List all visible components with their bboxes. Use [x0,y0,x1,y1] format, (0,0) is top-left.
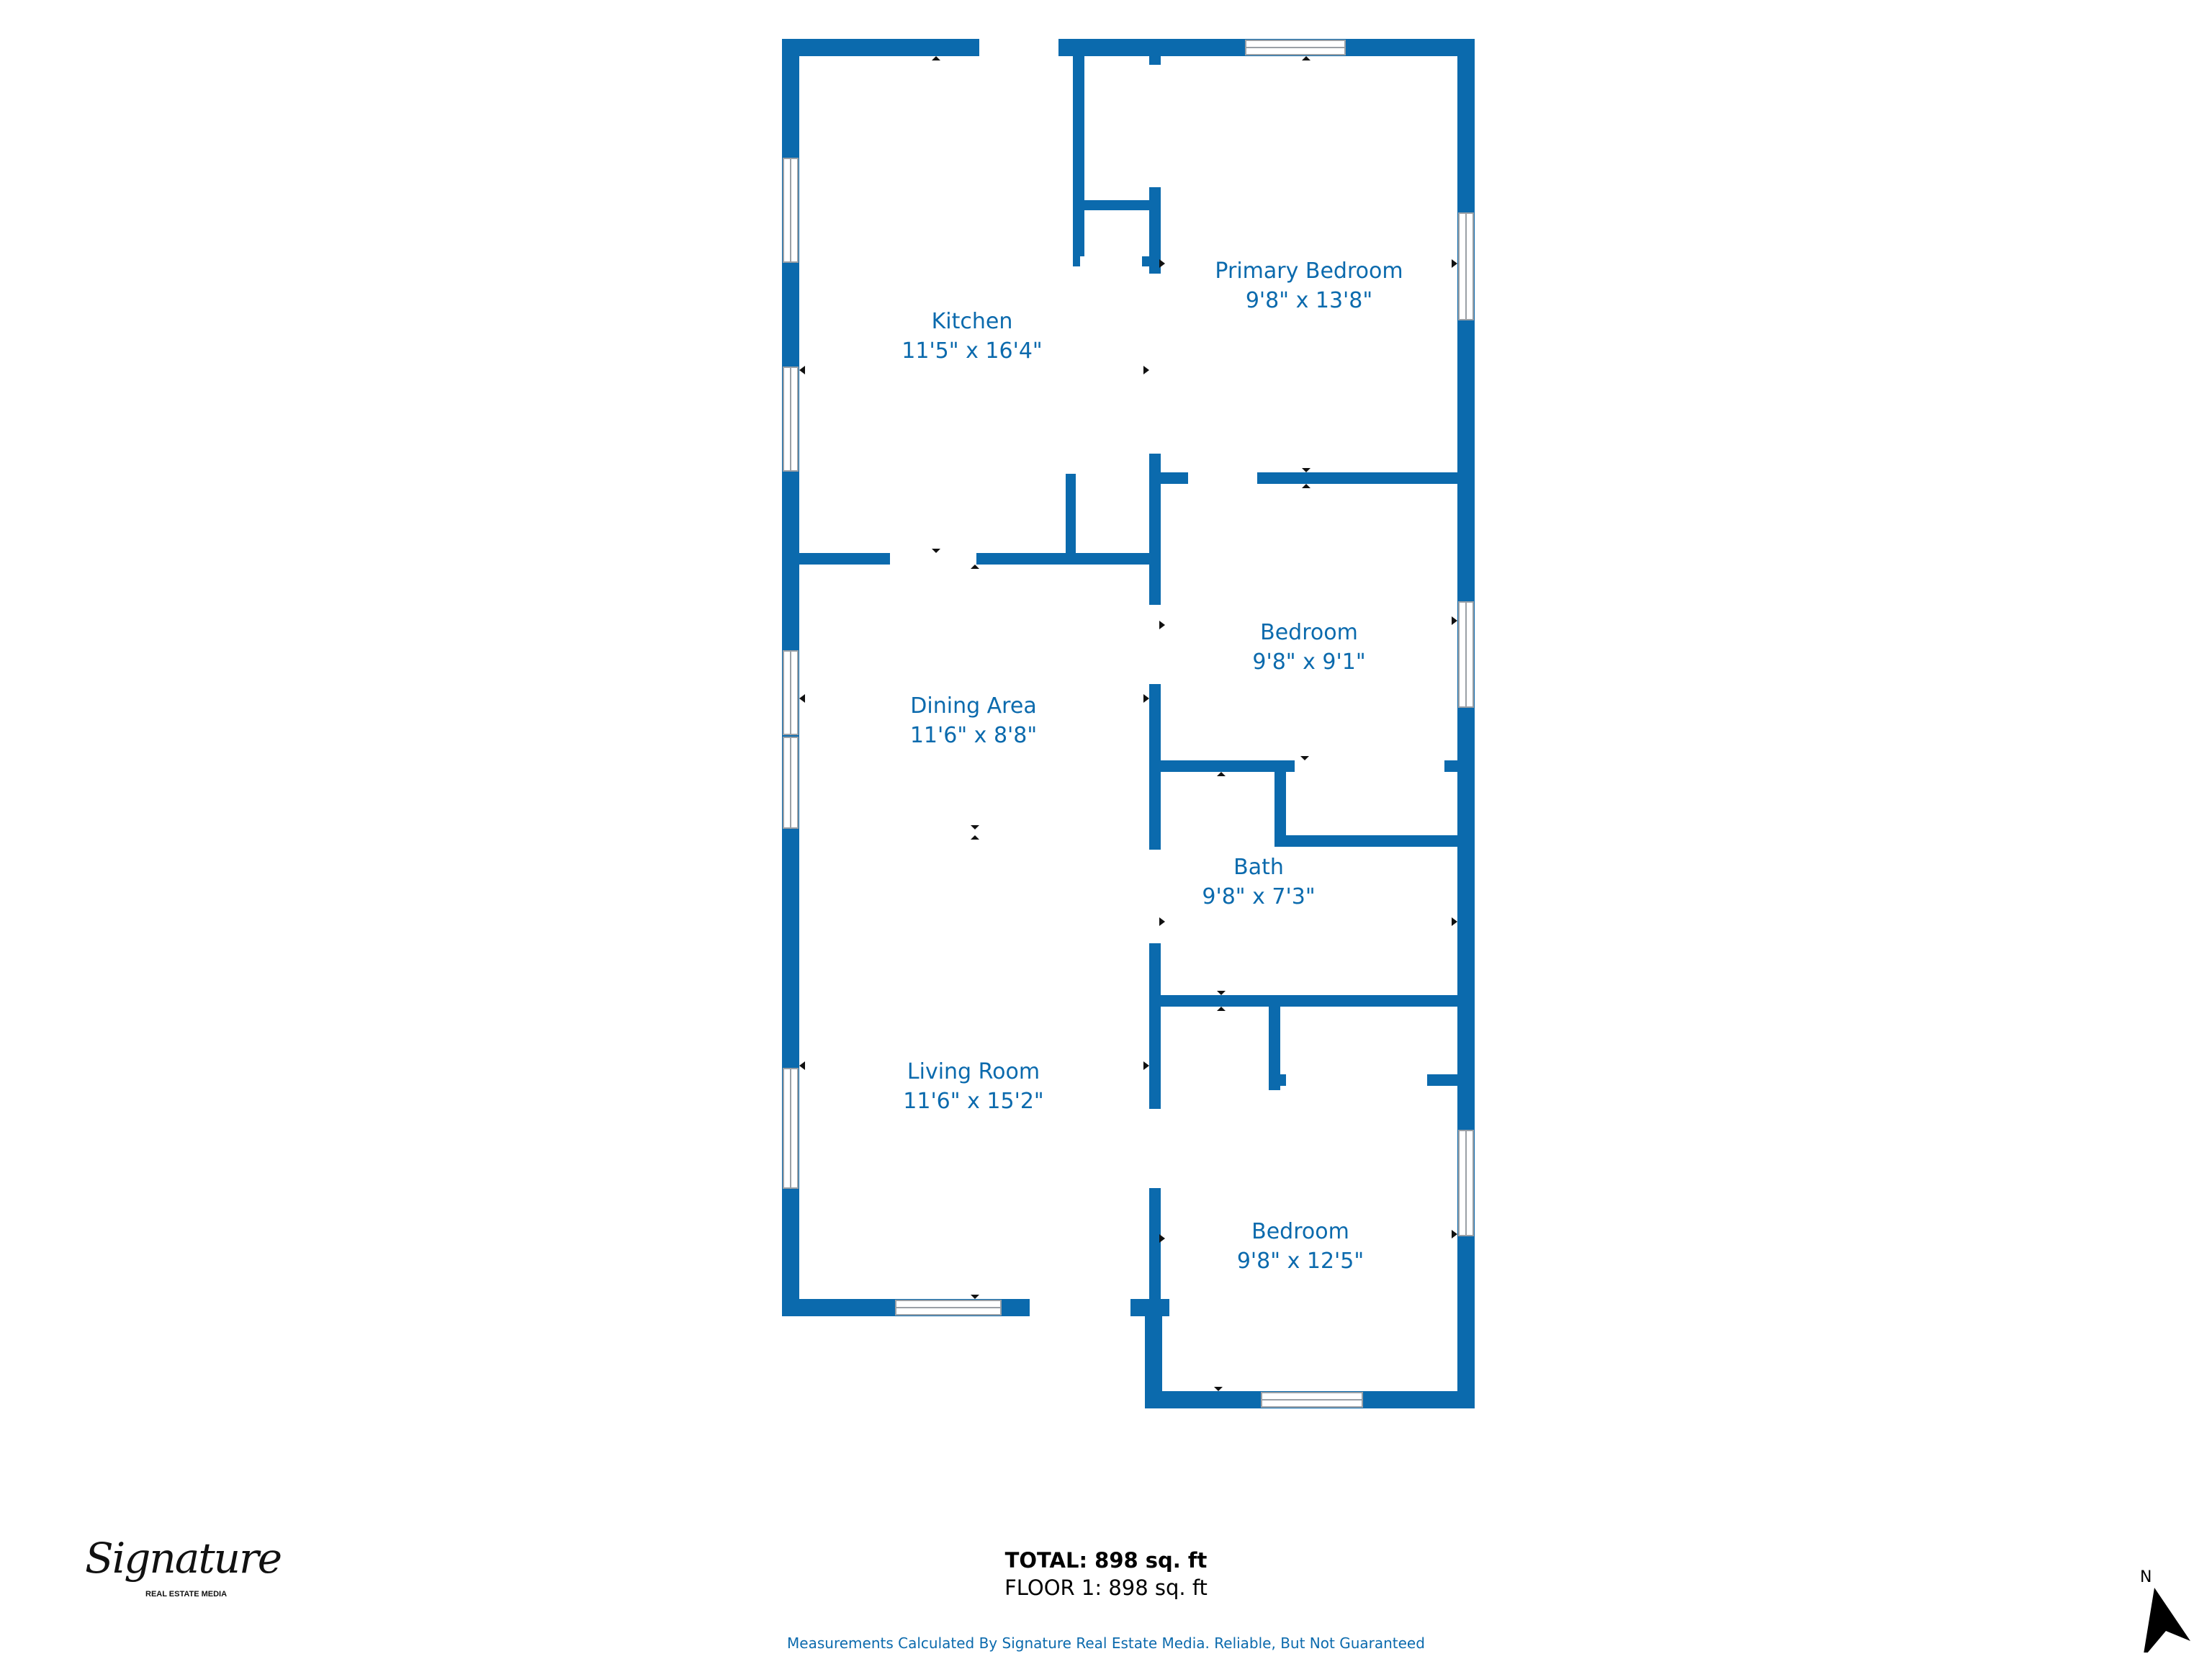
room-dims-bedroom-middle: 9'8" x 9'1" [1252,649,1365,675]
disclaimer-text: Measurements Calculated By Signature Rea… [787,1635,1425,1652]
compass-label: N [2140,1568,2152,1586]
logo-subtitle: REAL ESTATE MEDIA [145,1590,228,1599]
room-dims-living-room: 11'6" x 15'2" [903,1089,1043,1114]
logo-script-text: Signature [85,1534,282,1583]
room-name-dining-area: Dining Area [910,693,1036,719]
room-name-primary-bedroom: Primary Bedroom [1215,258,1403,284]
room-name-bath: Bath [1233,855,1284,880]
room-name-bedroom-bottom: Bedroom [1251,1219,1349,1244]
signature-logo: Signature REAL ESTATE MEDIA [79,1534,282,1613]
room-name-kitchen: Kitchen [932,309,1013,334]
floor-area: FLOOR 1: 898 sq. ft [1004,1575,1208,1600]
door-openings [890,39,1444,1316]
room-name-living-room: Living Room [907,1059,1040,1084]
room-labels: Kitchen 11'5" x 16'4" Primary Bedroom 9'… [902,258,1403,1274]
room-dims-bedroom-bottom: 9'8" x 12'5" [1237,1249,1364,1274]
total-area: TOTAL: 898 sq. ft [1004,1548,1208,1573]
dimension-ticks [799,56,1457,1391]
interior-walls [799,56,1459,1302]
exterior-walls [782,39,1475,1408]
room-dims-bath: 9'8" x 7'3" [1202,884,1315,909]
windows [783,40,1474,1408]
room-dims-kitchen: 11'5" x 16'4" [902,338,1042,364]
room-dims-primary-bedroom: 9'8" x 13'8" [1246,288,1372,313]
room-name-bedroom-middle: Bedroom [1260,620,1358,645]
room-dims-dining-area: 11'6" x 8'8" [910,723,1037,748]
north-arrow-icon: N [2140,1568,2190,1653]
